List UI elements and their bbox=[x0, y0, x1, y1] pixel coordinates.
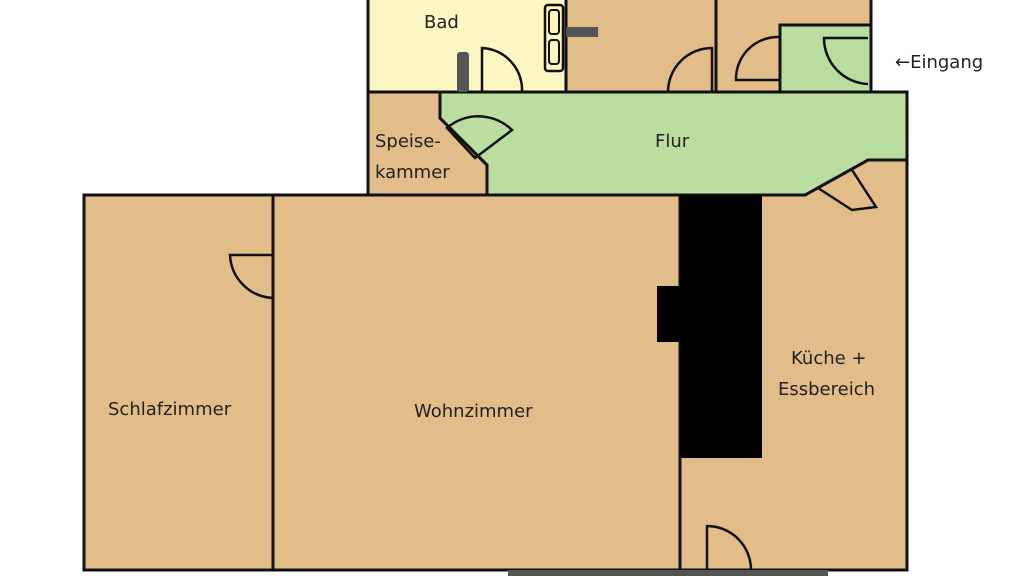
label-speisekammer: kammer bbox=[375, 162, 450, 183]
pipe bbox=[566, 27, 598, 37]
room-2 bbox=[564, 0, 718, 94]
door-icon bbox=[228, 253, 274, 300]
door-icon bbox=[666, 46, 714, 93]
pipe bbox=[457, 52, 469, 92]
room-schlafzimmer bbox=[82, 193, 275, 572]
room-flur bbox=[438, 90, 909, 197]
label-speisekammer: Speise- bbox=[375, 131, 441, 152]
label-eingang: ←Eingang bbox=[895, 52, 983, 73]
door-icon bbox=[817, 169, 879, 212]
door-icon bbox=[705, 524, 753, 571]
door-icon bbox=[734, 35, 781, 82]
window-bottom bbox=[508, 570, 828, 576]
room-wohnzimmer bbox=[271, 193, 682, 572]
label-schlafzimmer: Schlafzimmer bbox=[108, 399, 232, 420]
chimney bbox=[680, 195, 762, 458]
door-icon bbox=[822, 36, 869, 86]
label-wohnzimmer: Wohnzimmer bbox=[414, 401, 533, 422]
bath-fixture bbox=[548, 39, 560, 65]
bath-fixture bbox=[548, 9, 560, 35]
door-icon bbox=[480, 46, 524, 93]
bath-fixture bbox=[543, 3, 565, 73]
label-bad: Bad bbox=[424, 12, 459, 33]
label-flur: Flur bbox=[655, 131, 690, 152]
label-kueche: Essbereich bbox=[778, 379, 875, 400]
label-kueche: Küche + bbox=[791, 348, 867, 369]
chimney-protrusion bbox=[657, 286, 682, 342]
door-icon bbox=[445, 115, 514, 160]
